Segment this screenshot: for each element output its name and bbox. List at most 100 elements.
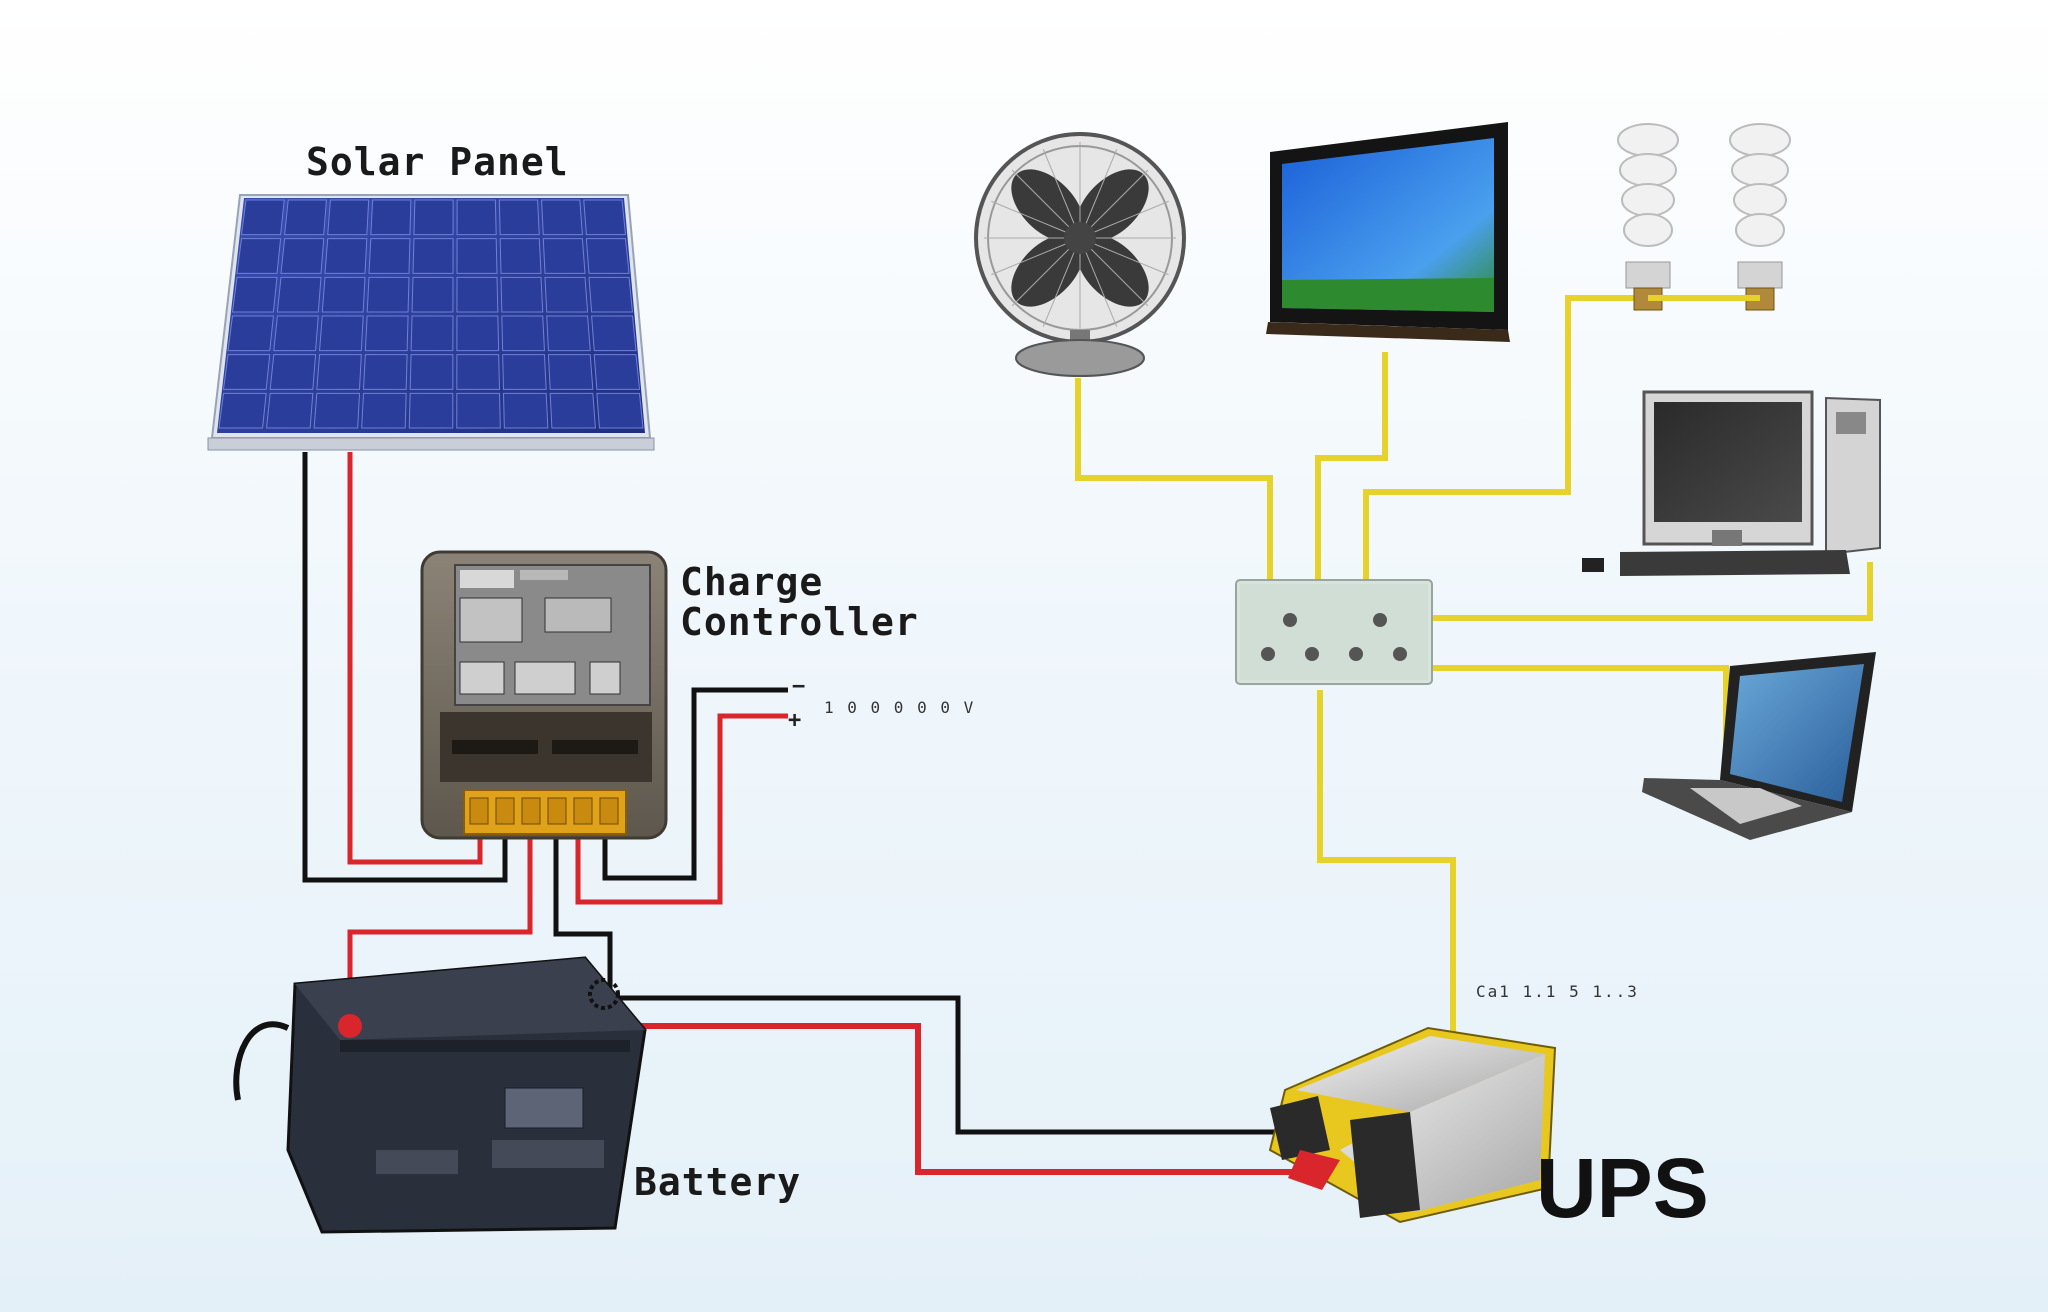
fan-grille-line <box>1011 169 1081 239</box>
solar-cell <box>583 199 627 236</box>
solar-cell <box>316 354 362 390</box>
solar-cell <box>222 354 271 390</box>
fan-grille-line <box>991 237 1081 276</box>
solar-cell <box>273 315 319 352</box>
solar-cell <box>591 315 637 352</box>
solar-cell <box>276 276 322 313</box>
socket-outlet <box>1393 647 1407 661</box>
wire-ups-negative <box>600 995 1290 1135</box>
solar-cell <box>327 199 370 236</box>
wire-battery-positive <box>347 838 533 1022</box>
solar-cell <box>588 276 634 313</box>
solar-panel-icon <box>207 194 655 451</box>
solar-cell <box>413 199 454 236</box>
solar-cell <box>585 238 630 274</box>
controller-terminal <box>469 797 489 825</box>
solar-cell <box>284 199 327 236</box>
solar-cell <box>593 354 641 390</box>
solar-cell <box>368 238 411 274</box>
wire-bulbs <box>1363 295 1763 580</box>
bulb-icon <box>1617 123 1791 311</box>
solar-cell <box>456 315 500 352</box>
solar-cell <box>412 238 454 274</box>
solar-cell <box>362 354 408 390</box>
solar-cell <box>498 199 540 236</box>
wire-battery-negative <box>553 838 613 990</box>
fan-grille-line <box>1079 200 1169 239</box>
solar-cell <box>411 276 454 313</box>
controller-terminal <box>547 797 567 825</box>
socket-outlet <box>1283 613 1297 627</box>
socket-outlet <box>1305 647 1319 661</box>
solar-cell <box>596 392 644 429</box>
solar-cell <box>370 199 412 236</box>
solar-cell <box>366 276 410 313</box>
wire-panel-negative <box>302 452 508 883</box>
fan-grille-line <box>991 200 1081 239</box>
solar-cell <box>364 315 409 352</box>
ups-label: UPS <box>1536 1141 1709 1235</box>
solar-cell <box>544 276 589 313</box>
solar-cell <box>319 315 364 352</box>
solar-cell <box>410 315 454 352</box>
desktop-computer-icon <box>1582 390 1881 576</box>
bulb-coil <box>1619 153 1677 187</box>
solar-cell <box>499 238 542 274</box>
solar-cell <box>546 315 591 352</box>
solar-cell <box>280 238 325 274</box>
controller-terminal <box>573 797 593 825</box>
solar-cell <box>549 392 596 429</box>
charge-controller-label-line1: Charge <box>680 560 824 604</box>
solar-cell <box>236 238 282 274</box>
solar-cell <box>456 392 501 429</box>
socket-outlet <box>1349 647 1363 661</box>
controller-terminal <box>599 797 619 825</box>
bulb-coil <box>1729 123 1791 157</box>
battery-label: Battery <box>634 1160 802 1204</box>
solar-cell <box>541 199 583 236</box>
terminal-plus: + <box>788 708 802 733</box>
wire-panel-positive <box>347 452 483 865</box>
solar-cell <box>266 392 314 429</box>
bulb-coil <box>1621 183 1675 217</box>
solar-panel-label: Solar Panel <box>306 140 569 184</box>
solar-cell <box>227 315 274 352</box>
wire-tv <box>1315 352 1388 580</box>
solar-cell <box>313 392 361 429</box>
controller-terminal <box>521 797 541 825</box>
wires <box>302 295 1873 1175</box>
solar-cell <box>240 199 285 236</box>
bulb-coil <box>1735 213 1785 247</box>
bulb-base <box>1737 261 1783 289</box>
bulb-coil <box>1733 183 1787 217</box>
wire-desktop <box>1432 562 1873 621</box>
wire-output-positive <box>575 713 788 905</box>
solar-cell <box>500 276 544 313</box>
charge-controller-label-line2: Controller <box>680 600 919 644</box>
solar-cell <box>542 238 586 274</box>
wire-fan <box>1075 378 1273 580</box>
solar-cell <box>456 276 499 313</box>
solar-cell <box>231 276 278 313</box>
socket-outlet <box>1261 647 1275 661</box>
fan-grille-line <box>1079 237 1169 276</box>
solar-cell <box>501 315 545 352</box>
laptop-icon <box>1642 652 1876 840</box>
solar-cell <box>456 354 501 390</box>
charge-controller-icon <box>420 550 668 840</box>
solar-cell <box>456 238 498 274</box>
solar-cell <box>324 238 368 274</box>
ups-note: Ca1 1.1 5 1..3 <box>1476 982 1639 1001</box>
controller-output-note: 1 0 0 0 0 0 V <box>824 698 976 717</box>
battery-icon <box>233 956 647 1234</box>
wire-laptop <box>1432 665 1729 772</box>
solar-cell <box>269 354 317 390</box>
ups-icon <box>1268 1026 1557 1224</box>
bulb-coil <box>1731 153 1789 187</box>
wire-ups-ac <box>1317 690 1456 1050</box>
bulb-coil <box>1623 213 1673 247</box>
solar-cell <box>409 354 454 390</box>
tv-icon <box>1266 122 1510 342</box>
